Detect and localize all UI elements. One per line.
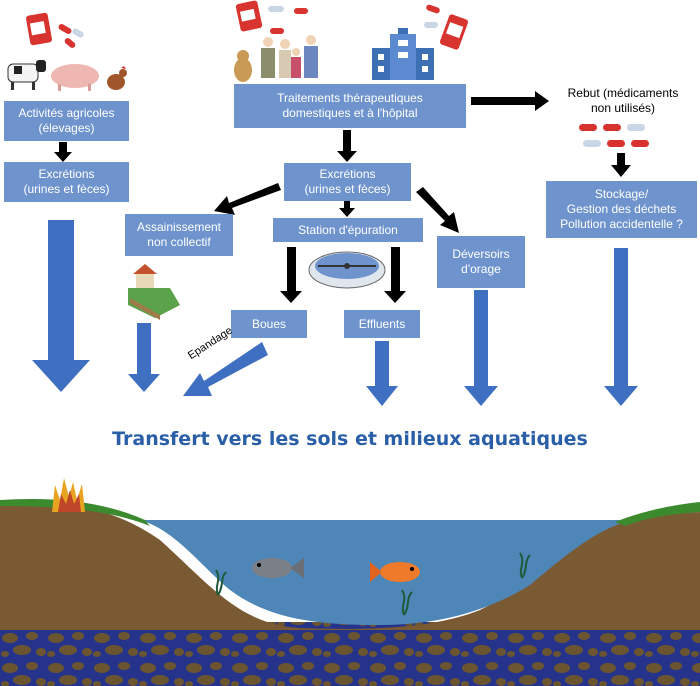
treatment-basin-icon: [308, 251, 386, 289]
hospital-icon: [372, 28, 434, 80]
arrow-deversoirs-to-water: [464, 290, 498, 406]
house-septic-icon: [128, 264, 180, 320]
grass-left: [0, 499, 150, 526]
soil-layer: [0, 503, 700, 630]
arrow-agri-to-excr: [54, 142, 72, 162]
dog-icon: [234, 50, 252, 82]
arrow-excr-to-assainissement: [214, 183, 281, 215]
pill-bottle-icon: [26, 12, 52, 46]
black-arrows: [54, 91, 631, 303]
capsule-icon: [424, 4, 440, 28]
fish-icon: [370, 562, 420, 582]
arrow-assainissement-to-soil: [128, 323, 160, 392]
pill-bottle-icon: [235, 0, 263, 32]
seaweed-icon: [215, 552, 531, 616]
box-stockage: Stockage/ Gestion des déchets Pollution …: [546, 181, 697, 238]
grass-right: [615, 502, 700, 526]
capsule-icon: [268, 6, 308, 34]
fish-icon: [252, 558, 304, 578]
chicken-icon: [107, 66, 127, 90]
box-station: Station d'épuration: [273, 218, 423, 242]
box-assainissement: Assainissement non collectif: [125, 214, 233, 256]
pig-icon: [51, 64, 99, 91]
box-boues: Boues: [231, 310, 307, 338]
box-agriculture: Activités agricoles (élevages): [4, 101, 129, 141]
arrow-epandage: [183, 342, 268, 396]
box-traitements: Traitements thérapeutiques domestiques e…: [234, 84, 466, 128]
arrow-station-to-boues: [280, 247, 302, 303]
arrow-stockage-to-water: [604, 248, 638, 406]
capsule-icon: [579, 124, 649, 147]
box-excretions-center: Excrétions (urines et fèces): [284, 163, 411, 201]
bedrock-layer: [0, 622, 700, 686]
pill-bottle-icon: [439, 14, 469, 50]
arrow-rebut-to-stockage: [611, 153, 631, 177]
arrow-excr-to-station: [339, 201, 355, 217]
blue-arrows: [32, 220, 638, 406]
label-rebut: Rebut (médicaments non utilisés): [567, 86, 679, 115]
arrow-station-to-effluents: [384, 247, 406, 303]
arrow-effluents-to-water: [366, 341, 398, 406]
landscape: [0, 478, 700, 686]
arrow-traitements-to-excr: [337, 130, 357, 162]
cow-icon: [7, 60, 46, 90]
box-deversoirs: Déversoirs d'orage: [437, 236, 525, 288]
crop-fire-icon: [52, 478, 85, 512]
page-title: Transfert vers les sols et milieux aquat…: [112, 428, 588, 450]
arrow-traitements-to-rebut: [471, 91, 549, 111]
box-effluents: Effluents: [344, 310, 420, 338]
arrow-agri-to-soil: [32, 220, 90, 392]
box-excretions-left: Excrétions (urines et fèces): [4, 162, 129, 202]
arrow-excr-to-deversoirs: [416, 187, 459, 233]
capsule-icon: [58, 24, 84, 48]
family-icon: [261, 35, 318, 78]
